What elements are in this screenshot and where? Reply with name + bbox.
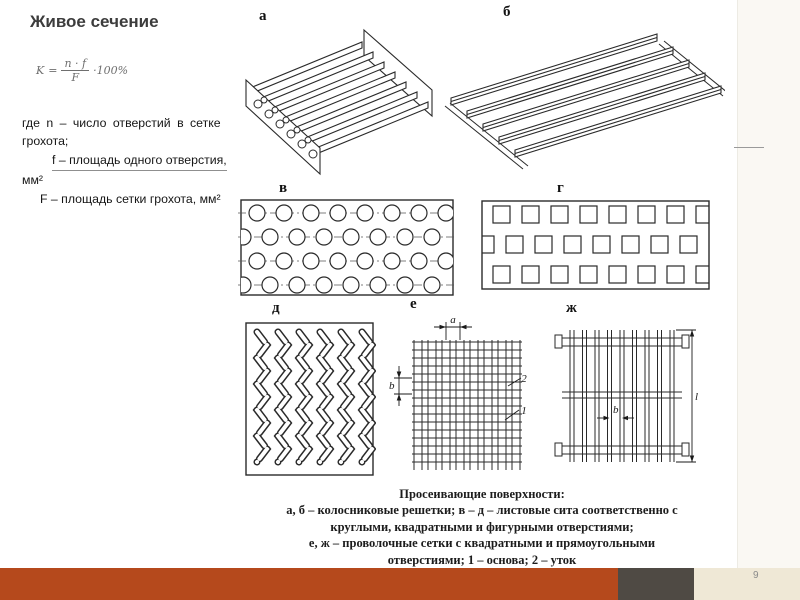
caption-line: Просеивающие поверхности: <box>399 487 565 501</box>
round-holes <box>241 204 453 294</box>
page-number: 9 <box>753 570 759 581</box>
footer-beige-segment <box>694 568 800 600</box>
grate-a-bolts <box>253 96 318 159</box>
figure-label-zh: ж <box>566 300 577 316</box>
right-margin-strip <box>737 0 800 568</box>
dimension-lines <box>394 322 522 421</box>
grate-a-plates-and-bars <box>245 28 433 176</box>
figure-d-figured-slot-sheet <box>245 322 376 476</box>
figure-label-v: в <box>279 180 288 196</box>
footer-accent-bar <box>0 568 618 600</box>
square-holes <box>482 205 709 284</box>
figure-label-g: г <box>557 180 564 196</box>
formula-numerator: n · f <box>61 58 90 71</box>
figure-label-e: е <box>410 296 417 312</box>
formula-fraction: n · f F <box>61 58 90 84</box>
dim-a-label: a <box>450 314 456 326</box>
definition-line: мм² <box>22 173 44 188</box>
caption-line: а, б – колосниковые решетки; в – д – лис… <box>286 503 678 518</box>
grate-b-cross-members <box>444 40 725 170</box>
figure-b-rail-grate <box>444 33 725 170</box>
caption-line: круглыми, квадратными и фигурными отверс… <box>330 519 634 534</box>
definition-line: F – площадь сетки грохота, мм² <box>40 191 221 206</box>
dimension-arrowheads <box>603 330 695 462</box>
figure-label-b: б <box>503 4 511 20</box>
grate-b-rails <box>450 33 722 158</box>
warp-label: 1 <box>521 405 527 417</box>
formula-denominator: F <box>71 71 80 84</box>
weft-label: 2 <box>521 373 527 385</box>
dimension-arrowheads <box>396 324 467 401</box>
decorative-line <box>734 147 764 148</box>
figure-g-square-hole-sheet <box>481 200 710 290</box>
figure-label-a: а <box>259 8 267 24</box>
figure-e-woven-mesh: a b 2 1 <box>389 314 527 470</box>
figure-a-grizzly-grate <box>245 28 433 176</box>
dim-b-label: b <box>613 404 619 416</box>
footer-dark-segment <box>618 568 694 600</box>
formula-equals: = <box>48 64 58 77</box>
dim-l-label: l <box>695 391 698 403</box>
mesh-strands <box>412 340 522 470</box>
figure-label-d: д <box>272 300 280 316</box>
caption-line: е, ж – проволочные сетки с квадратными и… <box>308 536 656 551</box>
definition-line: f – площадь одного отверстия, <box>52 151 227 172</box>
open-area-formula: K = n · f F ·100% <box>36 58 128 83</box>
formula-lhs: K <box>36 64 45 77</box>
screen-rods-and-bands <box>554 330 690 462</box>
page-title: Живое сечение <box>30 12 159 31</box>
definition-line: где n – число отверстий в сетке <box>22 116 221 130</box>
figure-zh-wire-screen: b l <box>554 329 698 463</box>
definition-line: грохота; <box>22 134 69 149</box>
formula-suffix: ·100% <box>93 64 129 77</box>
figure-caption: Просеивающие поверхности: а, б – колосни… <box>236 486 728 568</box>
dim-b-label: b <box>389 380 395 392</box>
caption-line: отверстиями; 1 – основа; 2 – уток <box>387 552 577 567</box>
definitions-text: где n – число отверстий в сетке грохота;… <box>22 114 238 208</box>
herringbone-slots <box>252 328 376 466</box>
figure-v-round-hole-sheet <box>238 199 456 296</box>
